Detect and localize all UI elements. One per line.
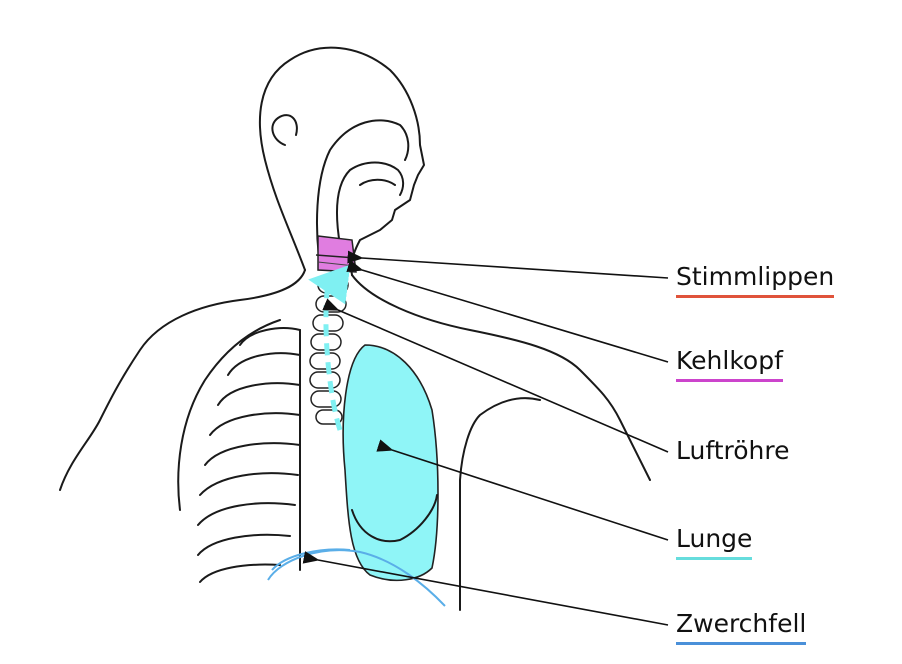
label-zwerchfell-text: Zwerchfell xyxy=(676,609,807,638)
label-luftroehre-text: Luftröhre xyxy=(676,436,790,465)
body-outline xyxy=(59,46,651,611)
label-stimmlippen: Stimmlippen xyxy=(676,262,835,298)
label-stimmlippen-text: Stimmlippen xyxy=(676,262,835,291)
label-lunge-text: Lunge xyxy=(676,524,753,553)
pointer-lunge xyxy=(376,439,669,541)
label-zwerchfell: Zwerchfell xyxy=(676,609,807,645)
label-lunge: Lunge xyxy=(676,524,753,560)
underline-lunge xyxy=(676,557,753,560)
underline-stimmlippen xyxy=(676,295,835,298)
rib-cage xyxy=(197,327,301,583)
pointer-zwerchfell xyxy=(302,551,669,626)
underline-zwerchfell xyxy=(676,642,807,645)
label-luftroehre: Luftröhre xyxy=(676,436,789,466)
underline-kehlkopf xyxy=(676,379,783,382)
larynx xyxy=(317,235,357,273)
airflow-arrow xyxy=(308,264,351,431)
lung xyxy=(342,344,439,582)
label-kehlkopf-text: Kehlkopf xyxy=(676,346,783,375)
label-kehlkopf: Kehlkopf xyxy=(676,346,783,382)
pointer-stimmlippen xyxy=(347,250,669,279)
pointer-luftroehre xyxy=(322,298,669,453)
pointer-kehlkopf xyxy=(346,259,669,363)
